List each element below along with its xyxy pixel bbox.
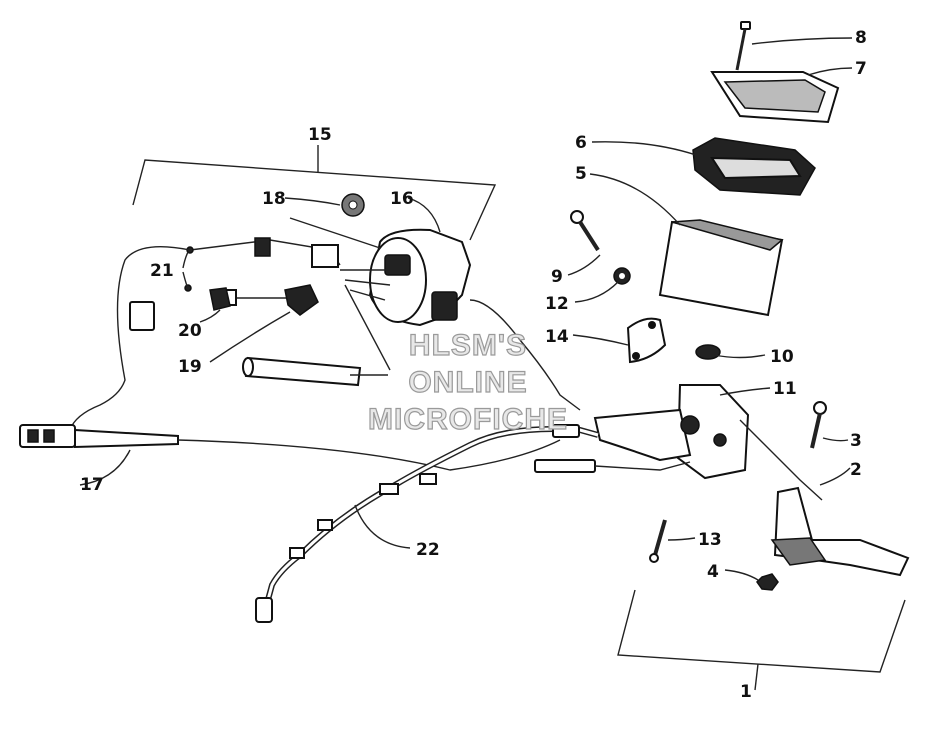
part-11-master-cylinder [593,384,823,501]
callout-9: 9 [551,267,563,287]
callout-4: 4 [707,562,719,582]
callout-3: 3 [850,431,862,451]
callout-6: 6 [575,133,587,153]
watermark-line-1: HLSM'S [409,329,527,362]
part-10-washer [695,344,766,360]
part-2-lever [770,467,910,577]
callout-22: 22 [416,540,440,560]
callout-1: 1 [740,682,752,702]
part-16-switch-housing [368,197,472,327]
callout-21: 21 [150,261,174,281]
callout-5: 5 [575,164,587,184]
part-3-bolt [810,401,849,449]
callout-17: 17 [80,475,104,495]
callout-14: 14 [545,327,569,347]
part-12-washer [574,267,631,303]
part-21-screws [182,246,194,292]
watermark: HLSM'S ONLINE MICROFICHE [367,328,568,436]
callout-12: 12 [545,294,569,314]
watermark-line-2: ONLINE [408,366,527,399]
part-8-screw [735,21,853,71]
part-5-reservoir [589,173,784,317]
callout-20: 20 [178,321,202,341]
callout-13: 13 [698,530,722,550]
part-4-nut [724,569,779,591]
callout-18: 18 [262,189,286,209]
part-22-brake-line [255,299,691,623]
callout-labels: 1 2 3 4 5 6 7 8 9 10 11 12 13 14 15 16 1… [80,28,867,702]
part-9-bolt [567,210,601,276]
bracket-15 [132,145,497,241]
callout-11: 11 [773,379,797,399]
part-20-connector [199,287,231,323]
bracket-1 [617,589,906,691]
callout-2: 2 [850,460,862,480]
callout-19: 19 [178,357,202,377]
callout-15: 15 [308,125,332,145]
part-7-cover [710,67,853,124]
part-19-grip [209,311,388,387]
callout-10: 10 [770,347,794,367]
part-18-knob [284,193,365,217]
callout-8: 8 [855,28,867,48]
part-14-clamp [572,317,667,364]
part-6-gasket [591,137,816,196]
watermark-line-3: MICROFICHE [368,403,568,436]
switch-wiring [189,217,395,371]
callout-7: 7 [855,59,867,79]
part-17-harness [19,245,561,486]
part-13-screw [649,519,696,563]
callout-16: 16 [390,189,414,209]
